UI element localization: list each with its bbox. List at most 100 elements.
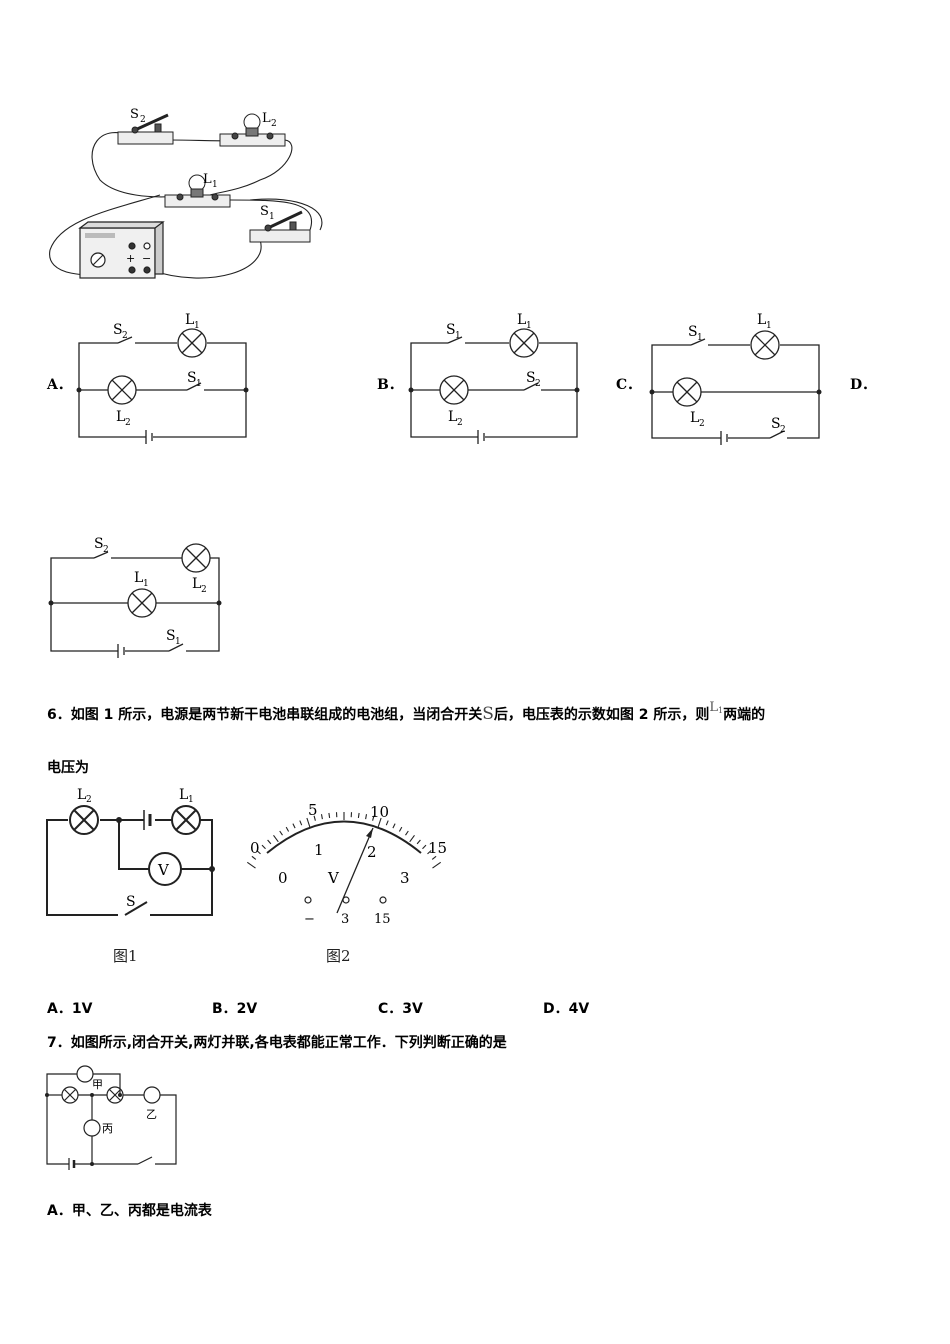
- svg-text:L: L: [517, 312, 526, 328]
- svg-text:L: L: [179, 787, 188, 803]
- dial-tick: [299, 820, 303, 826]
- svg-text:L: L: [116, 409, 125, 425]
- svg-text:L: L: [134, 570, 143, 586]
- dial-tick: [385, 820, 389, 826]
- svg-text:S: S: [126, 894, 136, 910]
- svg-text:2: 2: [271, 119, 277, 129]
- svg-text:1: 1: [196, 379, 202, 389]
- lamp-l1-board: [164, 174, 231, 208]
- svg-text:S: S: [94, 536, 104, 552]
- dial-tick: [416, 839, 421, 845]
- dial-tick: [427, 850, 432, 855]
- dial-tick: [377, 817, 382, 828]
- svg-text:2: 2: [367, 843, 377, 861]
- svg-text:L: L: [757, 312, 766, 328]
- lamp-l2-board: [219, 113, 286, 147]
- svg-text:15: 15: [428, 839, 447, 857]
- svg-text:1: 1: [766, 321, 772, 331]
- voltmeter-symbol: V: [157, 861, 170, 879]
- switch-s2-board: [117, 113, 174, 145]
- dial-tick: [292, 823, 296, 829]
- svg-text:1: 1: [194, 321, 200, 331]
- svg-text:10: 10: [370, 803, 389, 821]
- dial-tick: [392, 823, 396, 829]
- svg-text:1: 1: [143, 579, 149, 589]
- svg-text:3: 3: [341, 912, 349, 927]
- dial-tick: [256, 850, 261, 855]
- q6-stem-line2: 电压为: [47, 760, 89, 776]
- svg-text:L: L: [185, 312, 194, 328]
- svg-text:L: L: [262, 111, 271, 126]
- svg-text:丙: 丙: [102, 1122, 113, 1135]
- q6-figure-2-caption: 图2: [326, 947, 351, 965]
- dial-tick: [273, 834, 279, 843]
- power-supply-box: [78, 221, 165, 279]
- dial-needle: [336, 827, 374, 914]
- option-a-label[interactable]: A．: [47, 377, 72, 393]
- svg-text:甲: 甲: [92, 1078, 103, 1091]
- dial-tick: [313, 815, 316, 821]
- dial-tick: [398, 826, 403, 832]
- svg-text:S: S: [526, 370, 536, 386]
- option-c-label[interactable]: C．: [616, 377, 642, 393]
- q5-physical-circuit-figure: S 2 L 2 L 1 S 1 + −: [49, 107, 323, 279]
- q6-answer-c[interactable]: C．3V: [378, 1001, 423, 1017]
- svg-text:L: L: [77, 787, 86, 803]
- svg-text:15: 15: [374, 912, 391, 927]
- svg-text:S: S: [113, 322, 123, 338]
- dial-tick: [422, 844, 427, 850]
- dial-tick: [251, 855, 257, 860]
- svg-text:V: V: [327, 869, 340, 887]
- q6-answer-a[interactable]: A．1V: [47, 1001, 93, 1017]
- q6-stem-line1: 6．如图 1 所示，电源是两节新干电池串联组成的电池组，当闭合开关S后，电压表的…: [47, 700, 766, 724]
- dial-tick: [328, 812, 331, 818]
- svg-text:S: S: [260, 204, 269, 219]
- svg-text:2: 2: [201, 585, 207, 595]
- svg-text:S: S: [187, 370, 197, 386]
- svg-text:S: S: [130, 107, 139, 122]
- svg-text:S: S: [446, 322, 456, 338]
- svg-text:1: 1: [697, 333, 703, 343]
- svg-text:5: 5: [308, 801, 318, 819]
- svg-text:L: L: [203, 172, 212, 187]
- svg-text:S: S: [166, 628, 176, 644]
- switch-s1-board: [249, 210, 311, 243]
- svg-text:0: 0: [250, 839, 260, 857]
- dial-tick: [357, 812, 360, 818]
- q7-answer-a[interactable]: A．甲、乙、丙都是电流表: [47, 1203, 212, 1219]
- dial-tick: [365, 814, 368, 820]
- svg-text:S: S: [688, 324, 698, 340]
- svg-text:1: 1: [212, 180, 218, 190]
- svg-text:2: 2: [125, 418, 131, 428]
- option-b-label[interactable]: B．: [377, 377, 403, 393]
- svg-text:L: L: [690, 410, 699, 426]
- dial-tick: [405, 830, 409, 836]
- svg-text:+: +: [126, 252, 135, 265]
- option-d-label[interactable]: D．: [850, 377, 877, 393]
- dial-tick: [261, 844, 266, 850]
- dial-tick: [409, 834, 415, 843]
- svg-text:S: S: [771, 416, 781, 432]
- dial-tick: [431, 855, 437, 860]
- dial-tick: [306, 817, 311, 828]
- dial-tick: [320, 814, 323, 820]
- q6-answer-d[interactable]: D．4V: [543, 1001, 590, 1017]
- q6-answer-b[interactable]: B．2V: [212, 1001, 258, 1017]
- dial-tick: [246, 861, 256, 869]
- svg-text:1: 1: [188, 795, 194, 805]
- svg-text:1: 1: [269, 212, 275, 222]
- svg-text:2: 2: [103, 545, 109, 555]
- q6-figure-1-caption: 图1: [113, 947, 138, 965]
- svg-text:2: 2: [699, 419, 705, 429]
- q6-figure-2-voltmeter-dial: 0 5 10 15 0 1 2 3 V − 3 15: [246, 801, 447, 927]
- svg-text:1: 1: [314, 841, 324, 859]
- svg-text:2: 2: [457, 418, 463, 428]
- svg-text:2: 2: [140, 115, 146, 125]
- svg-text:L: L: [192, 576, 201, 592]
- dial-tick: [279, 830, 283, 836]
